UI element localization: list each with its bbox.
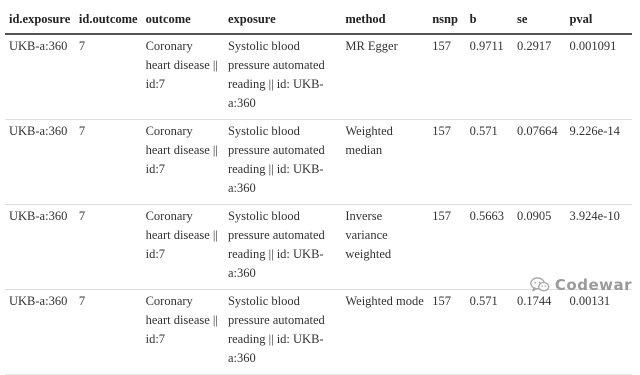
- cell-nsnp: 157: [428, 119, 466, 205]
- header-b: b: [465, 8, 513, 35]
- cell-pval: 3.924e-10: [565, 204, 632, 290]
- cell-id-exposure: UKB-a:360: [5, 119, 75, 205]
- table-body: UKB-a:360 7 Coronary heart disease || id…: [5, 34, 632, 375]
- table-row: UKB-a:360 7 Coronary heart disease || id…: [5, 289, 632, 375]
- wechat-icon: [530, 277, 550, 292]
- cell-id-outcome: 7: [74, 204, 142, 290]
- header-id-outcome: id.outcome: [74, 8, 142, 35]
- cell-method: Weighted mode: [341, 289, 429, 375]
- header-se: se: [513, 8, 566, 35]
- cell-se: 0.1744: [513, 289, 566, 375]
- cell-se: 0.0905: [513, 204, 566, 290]
- cell-nsnp: 157: [428, 204, 466, 290]
- cell-method: MR Egger: [345, 39, 398, 53]
- watermark-text: Codewar: [554, 276, 632, 294]
- cell-pval: 9.226e-14: [565, 119, 632, 205]
- cell-exposure: Systolic blood pressure automated readin…: [223, 119, 342, 205]
- cell-pval: 0.00131: [565, 289, 632, 375]
- cell-nsnp: 157: [428, 289, 466, 375]
- watermark: Codewar: [530, 276, 632, 294]
- cell-b: 0.5663: [465, 204, 513, 290]
- cell-outcome: Coronary heart disease || id:7: [141, 119, 224, 205]
- cell-b: 0.571: [465, 289, 513, 375]
- cell-id-exposure: UKB-a:360: [9, 39, 68, 53]
- cell-se: 0.2917: [517, 39, 552, 53]
- table-row: UKB-a:360 7 Coronary heart disease || id…: [5, 204, 632, 290]
- cell-pval: 0.001091: [569, 39, 617, 53]
- cell-nsnp: 157: [432, 39, 451, 53]
- cell-id-outcome: 7: [74, 119, 142, 205]
- cell-outcome: Coronary heart disease || id:7: [141, 204, 224, 290]
- header-pval: pval: [565, 8, 632, 35]
- cell-b: 0.9711: [469, 39, 504, 53]
- cell-method: Inverse variance weighted: [341, 204, 429, 290]
- header-exposure: exposure: [223, 8, 342, 35]
- table-header: id.exposure id.outcome outcome exposure …: [5, 8, 632, 35]
- cell-exposure: Systolic blood pressure automated readin…: [227, 39, 325, 110]
- header-method: method: [341, 8, 429, 35]
- header-row: id.exposure id.outcome outcome exposure …: [5, 8, 632, 35]
- table-row: UKB-a:360 7 Coronary heart disease || id…: [5, 34, 632, 120]
- cell-id-outcome: 7: [78, 39, 86, 53]
- cell-id-outcome: 7: [74, 289, 142, 375]
- cell-id-exposure: UKB-a:360: [5, 289, 75, 375]
- cell-method: Weighted median: [341, 119, 429, 205]
- cell-b: 0.571: [465, 119, 513, 205]
- cell-exposure: Systolic blood pressure automated readin…: [223, 204, 342, 290]
- mr-results-table: id.exposure id.outcome outcome exposure …: [5, 8, 632, 375]
- cell-outcome: Coronary heart disease || id:7: [141, 289, 224, 375]
- table-row: UKB-a:360 7 Coronary heart disease || id…: [5, 119, 632, 205]
- header-nsnp: nsnp: [428, 8, 466, 35]
- cell-exposure: Systolic blood pressure automated readin…: [223, 289, 342, 375]
- cell-id-exposure: UKB-a:360: [5, 204, 75, 290]
- cell-outcome: Coronary heart disease || id:7: [145, 39, 218, 91]
- header-id-exposure: id.exposure: [5, 8, 75, 35]
- header-outcome: outcome: [141, 8, 224, 35]
- cell-se: 0.07664: [513, 119, 566, 205]
